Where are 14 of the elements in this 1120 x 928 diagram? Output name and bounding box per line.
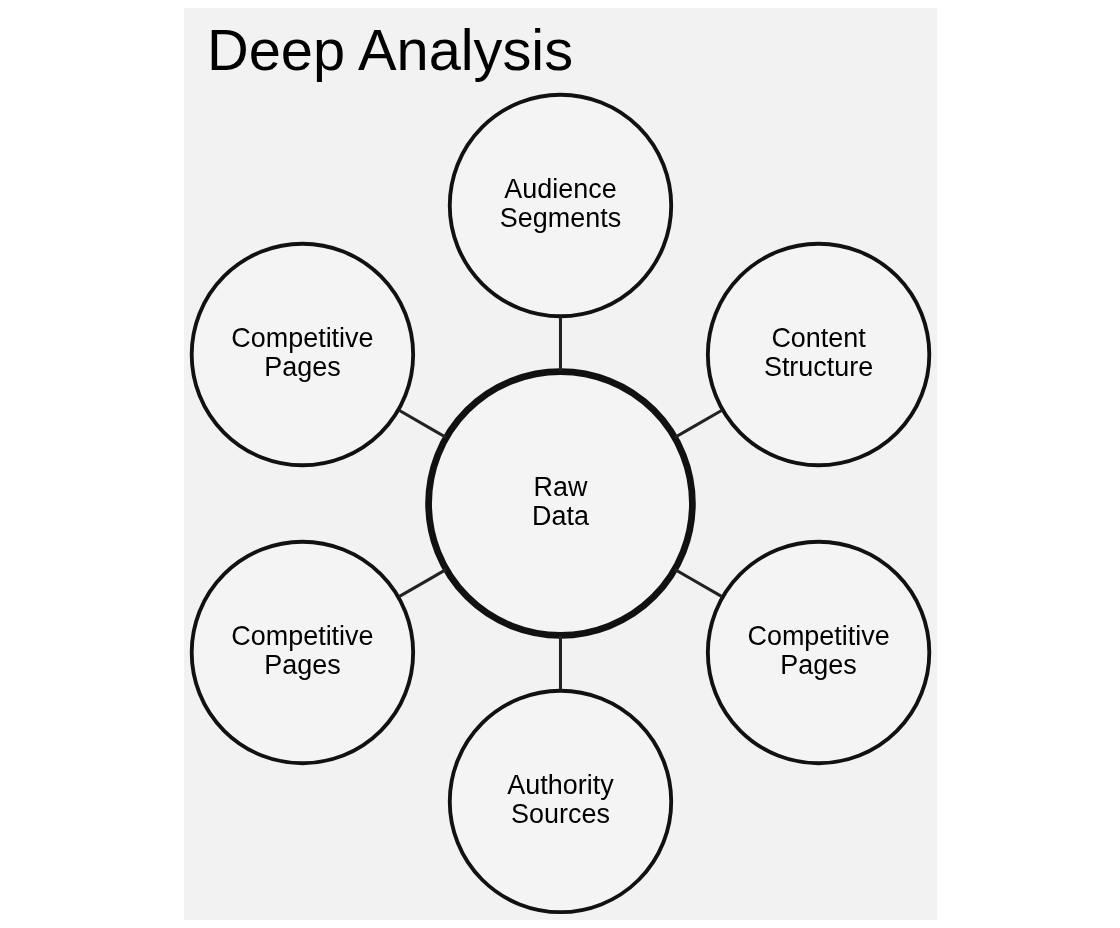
node-circle: Competitive Pages — [705, 539, 931, 766]
node-circle: Audience Segments — [447, 92, 673, 319]
node-circle: Competitive Pages — [189, 241, 415, 468]
connector — [558, 317, 562, 372]
connector — [673, 568, 723, 599]
connector — [397, 408, 447, 439]
node-circle: Content Structure — [705, 241, 931, 468]
node-circle: Authority Sources — [447, 688, 673, 915]
diagram-title: Deep Analysis — [206, 17, 573, 82]
connector — [397, 568, 447, 599]
node-circle: Raw Data — [424, 368, 696, 639]
node-circle: Competitive Pages — [189, 539, 415, 766]
connector — [558, 635, 562, 690]
connector — [673, 408, 723, 439]
